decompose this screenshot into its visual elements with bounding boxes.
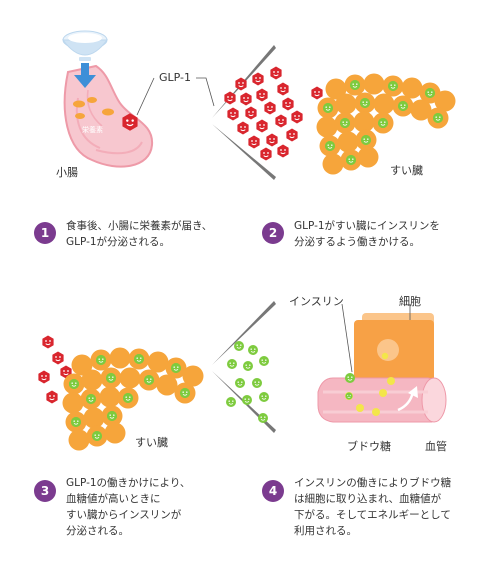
glp1-hormone-cluster [223, 66, 324, 161]
step-4-caption: インスリンの働きによりブドウ糖 は細胞に取り込まれ、血糖値が 下がる。そしてエネ… [294, 475, 451, 539]
step-1-caption: 食事後、小腸に栄養素が届き、 GLP-1が分泌される。 [66, 218, 212, 250]
nutrients-label: 栄養素 [82, 126, 103, 134]
nutrient-blobs [73, 97, 114, 119]
glp1-leader-line-2 [196, 77, 215, 107]
step-3-badge: 3 [34, 480, 56, 502]
step-4-line-1: インスリンの働きによりブドウ糖 [294, 477, 452, 489]
pancreas-top [316, 73, 456, 175]
step-4-line-4: 利用される。 [294, 525, 357, 537]
step-4-badge: 4 [262, 480, 284, 502]
cell-label: 細胞 [399, 295, 421, 308]
step-3-caption: GLP-1の働きかけにより、 血糖値が高いときに すい臓からインスリンが 分泌さ… [66, 475, 190, 539]
pancreas-bottom-label: すい臓 [135, 436, 168, 449]
glp1-hormones-left [37, 335, 73, 404]
glucose-label: ブドウ糖 [347, 440, 391, 453]
step-1-badge: 1 [34, 222, 56, 244]
step-1-line-1: 食事後、小腸に栄養素が届き、 [66, 220, 213, 232]
insulin-cluster [225, 340, 270, 424]
step-3-line-3: すい臓からインスリンが [66, 509, 182, 521]
blood-vessel [317, 377, 447, 423]
step-4-line-3: 下がる。そしてエネルギーとして [294, 509, 451, 521]
step-3-line-1: GLP-1の働きかけにより、 [66, 477, 191, 489]
step-2-caption: GLP-1がすい臓にインスリンを 分泌するよう働きかける。 [294, 218, 440, 250]
insulin-on-cell-icon [344, 372, 356, 384]
step-3-line-2: 血糖値が高いときに [66, 493, 161, 505]
food-arrow [74, 63, 96, 88]
insulin-leader-line [341, 303, 353, 373]
glucose-dots [345, 377, 395, 416]
small-intestine [63, 64, 154, 168]
rice-bowl-icon [62, 30, 108, 61]
step-1-line-2: GLP-1が分泌される。 [66, 236, 171, 248]
cell [354, 313, 434, 388]
blood-vessel-label: 血管 [425, 440, 447, 453]
pancreas-bottom [62, 347, 204, 451]
small-intestine-label: 小腸 [56, 166, 78, 179]
step-3-line-4: 分泌される。 [66, 525, 129, 537]
step-4-line-2: は細胞に取り込まれ、血糖値が [294, 493, 442, 505]
pancreas-top-label: すい臓 [390, 164, 423, 177]
glp1-label: GLP-1 [159, 71, 192, 84]
step-2-line-2: 分泌するよう働きかける。 [294, 236, 420, 248]
insulin-label: インスリン [289, 295, 344, 308]
glp1-leader-line [136, 77, 155, 116]
step-2-line-1: GLP-1がすい臓にインスリンを [294, 220, 440, 232]
step-2-badge: 2 [262, 222, 284, 244]
